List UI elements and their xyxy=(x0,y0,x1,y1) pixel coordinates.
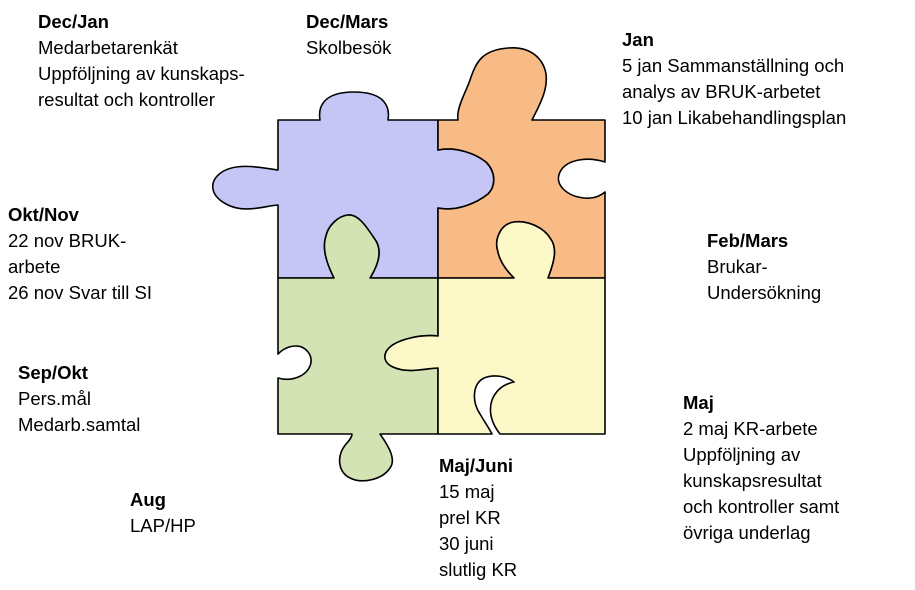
block-line: analys av BRUK-arbetet xyxy=(622,81,821,102)
block-title: Dec/Jan xyxy=(38,11,109,32)
block-line: Uppföljning av xyxy=(683,444,801,465)
block-line: 30 juni xyxy=(439,533,494,554)
block-line: arbete xyxy=(8,256,61,277)
text-block-jan: Jan 5 jan Sammanställning och analys av … xyxy=(622,27,846,131)
block-title: Maj xyxy=(683,392,714,413)
text-block-feb-mars: Feb/Mars Brukar- Undersökning xyxy=(707,228,821,306)
block-line: Pers.mål xyxy=(18,388,91,409)
block-line: 26 nov Svar till SI xyxy=(8,282,152,303)
block-line: 2 maj KR-arbete xyxy=(683,418,818,439)
block-title: Jan xyxy=(622,29,654,50)
block-line: resultat och kontroller xyxy=(38,89,215,110)
puzzle-piece-yellow xyxy=(384,220,606,435)
block-line: Skolbesök xyxy=(306,37,392,58)
block-line: Medarb.samtal xyxy=(18,414,141,435)
text-block-aug: Aug LAP/HP xyxy=(130,487,196,539)
text-block-okt-nov: Okt/Nov 22 nov BRUK- arbete 26 nov Svar … xyxy=(8,202,152,306)
block-title: Aug xyxy=(130,489,166,510)
block-line: LAP/HP xyxy=(130,515,196,536)
block-line: Undersökning xyxy=(707,282,822,303)
block-line: 15 maj xyxy=(439,481,495,502)
block-title: Maj/Juni xyxy=(439,455,514,476)
text-block-dec-jan: Dec/Jan Medarbetarenkät Uppföljning av k… xyxy=(38,9,245,113)
block-title: Okt/Nov xyxy=(8,204,79,225)
block-title: Feb/Mars xyxy=(707,230,789,251)
block-line: Uppföljning av kunskaps- xyxy=(38,63,245,84)
block-line: slutlig KR xyxy=(439,559,518,580)
text-block-dec-mars: Dec/Mars Skolbesök xyxy=(306,9,391,61)
block-line: 5 jan Sammanställning och xyxy=(622,55,845,76)
block-line: och kontroller samt xyxy=(683,496,840,517)
block-line: prel KR xyxy=(439,507,501,528)
text-block-maj-juni: Maj/Juni 15 maj prel KR 30 juni slutlig … xyxy=(439,453,517,583)
text-block-sep-okt: Sep/Okt Pers.mål Medarb.samtal xyxy=(18,360,140,438)
text-block-maj: Maj 2 maj KR-arbete Uppföljning av kunsk… xyxy=(683,390,839,546)
block-line: 10 jan Likabehandlingsplan xyxy=(622,107,847,128)
block-line: Medarbetarenkät xyxy=(38,37,178,58)
block-line: övriga underlag xyxy=(683,522,811,543)
block-title: Sep/Okt xyxy=(18,362,88,383)
block-title: Dec/Mars xyxy=(306,11,389,32)
block-line: 22 nov BRUK- xyxy=(8,230,127,251)
block-line: kunskapsresultat xyxy=(683,470,822,491)
block-line: Brukar- xyxy=(707,256,768,277)
